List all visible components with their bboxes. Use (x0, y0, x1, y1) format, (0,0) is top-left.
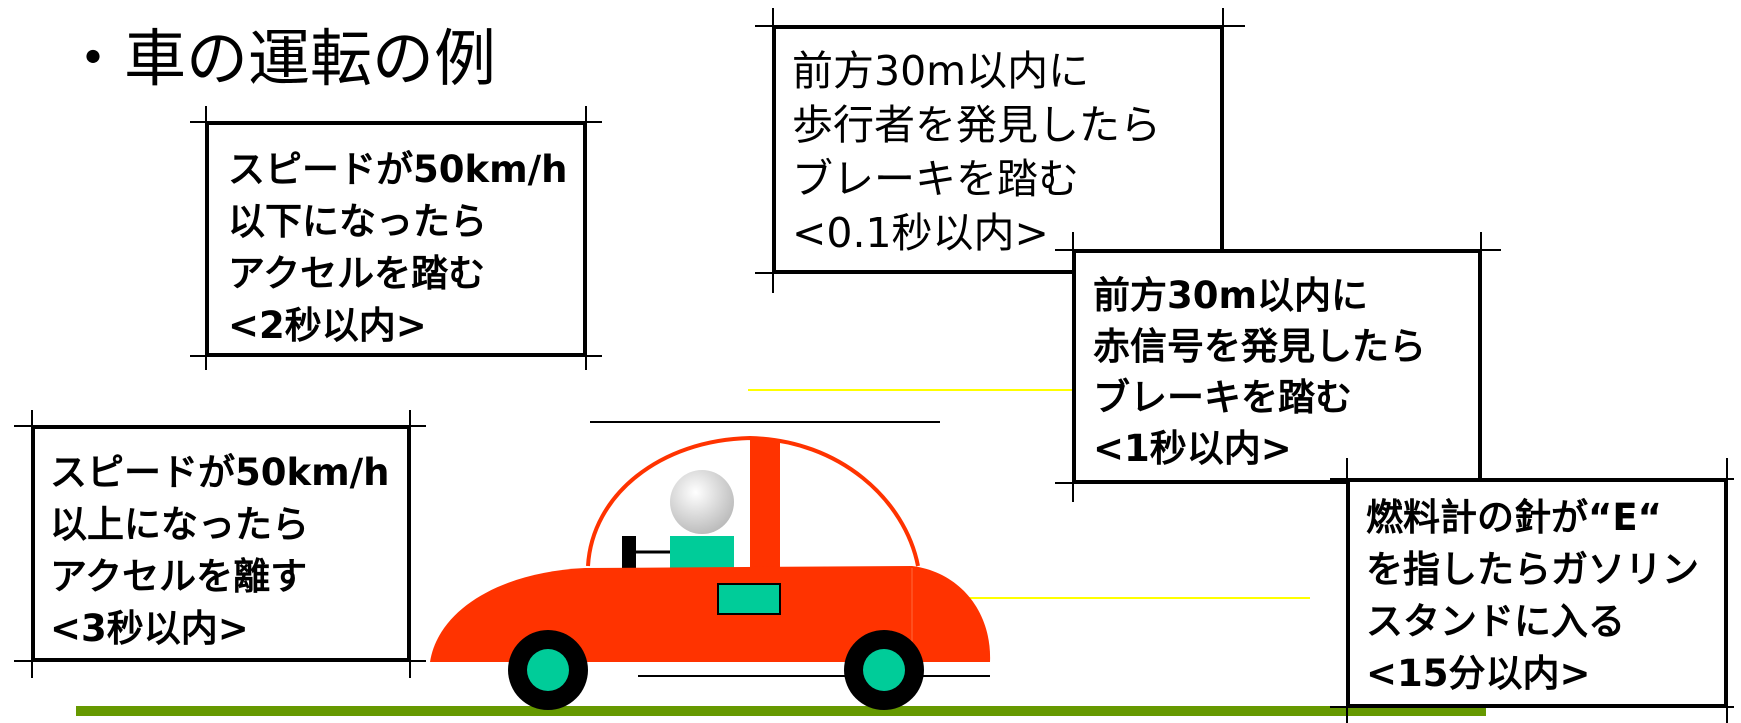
condition-line: ブレーキを踏む (792, 155, 1079, 203)
car-cabin (586, 435, 920, 567)
condition-text-pedestrian: 前方30m以内に 歩行者を発見したら ブレーキを踏む <0.1秒以内> (792, 44, 1161, 260)
condition-text-speed-over-50: スピードが50km/h 以上になったら アクセルを離す <3秒以内> (50, 447, 390, 655)
rear-wheel-rim (863, 649, 905, 691)
condition-line: 燃料計の針が“E“ (1366, 496, 1662, 539)
condition-line: 赤信号を発見したら (1093, 325, 1426, 368)
condition-line: <15分以内> (1366, 652, 1591, 695)
condition-line: 以下になったら (228, 200, 487, 243)
condition-box-red-light (1072, 249, 1482, 484)
condition-text-red-light: 前方30m以内に 赤信号を発見したら ブレーキを踏む <1秒以内> (1093, 270, 1426, 474)
condition-box-speed-under-50 (205, 121, 587, 357)
condition-box-fuel (1346, 478, 1728, 708)
steering-wheel (622, 536, 636, 568)
front-wheel-rim (527, 649, 569, 691)
slide-title: ・車の運転の例 (62, 22, 497, 95)
condition-line: <3秒以内> (50, 607, 249, 650)
ground (76, 706, 1486, 716)
driver-body (670, 536, 734, 568)
condition-line: アクセルを踏む (228, 252, 486, 295)
door-handle (717, 583, 781, 615)
car-pillar (750, 440, 780, 568)
condition-line: 前方30m以内に (1093, 274, 1369, 317)
condition-line: 歩行者を発見したら (792, 101, 1161, 149)
condition-line: アクセルを離す (50, 555, 308, 598)
condition-line: <2秒以内> (228, 304, 427, 347)
condition-text-fuel: 燃料計の針が“E“ を指したらガソリン スタンドに入る <15分以内> (1366, 492, 1699, 700)
condition-line: スタンドに入る (1366, 600, 1625, 643)
condition-line: スピードが50km/h (50, 451, 390, 494)
condition-line: 前方30m以内に (792, 47, 1090, 95)
condition-box-speed-over-50 (31, 425, 411, 662)
condition-line: ブレーキを踏む (1093, 376, 1352, 419)
condition-text-speed-under-50: スピードが50km/h 以下になったら アクセルを踏む <2秒以内> (228, 144, 568, 352)
condition-line: を指したらガソリン (1366, 548, 1699, 591)
condition-line: <0.1秒以内> (792, 209, 1049, 257)
condition-line: <1秒以内> (1093, 427, 1292, 470)
driver-head (670, 470, 734, 534)
condition-box-pedestrian (772, 25, 1224, 274)
condition-line: スピードが50km/h (228, 148, 568, 191)
condition-line: 以上になったら (50, 503, 309, 546)
